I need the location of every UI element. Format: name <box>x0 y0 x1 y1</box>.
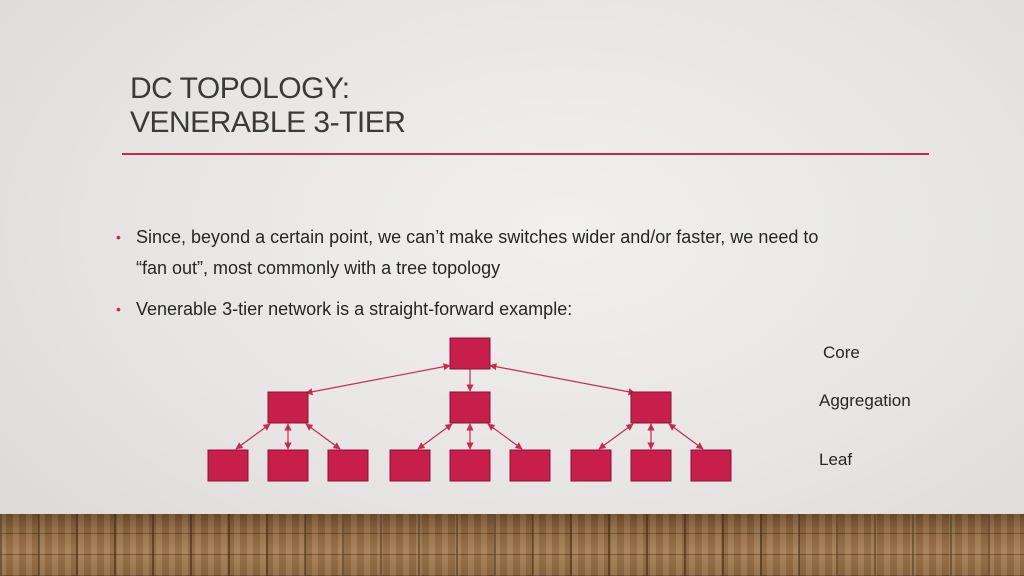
aggregation-switch <box>267 391 309 424</box>
tier-label-leaf: Leaf <box>819 450 853 469</box>
topology-link <box>668 423 704 450</box>
bullet-item: • Since, beyond a certain point, we can’… <box>114 222 914 284</box>
topology-nodes <box>207 337 732 482</box>
bullet-list: • Since, beyond a certain point, we can’… <box>114 222 914 325</box>
bullet-2-line-1: Venerable 3-tier network is a straight-f… <box>136 299 573 319</box>
topology-link <box>487 423 523 450</box>
leaf-switch <box>267 449 309 482</box>
tier-label-core: Core <box>823 343 860 362</box>
title-divider <box>122 153 929 155</box>
bullet-1-line-2: “fan out”, most commonly with a tree top… <box>136 258 501 278</box>
topology-link <box>305 363 451 396</box>
aggregation-switch <box>630 391 672 424</box>
leaf-switch <box>389 449 431 482</box>
wood-floor-decoration <box>0 514 1024 576</box>
bullet-1-line-1: Since, beyond a certain point, we can’t … <box>136 227 819 247</box>
slide-title: DC TOPOLOGY: VENERABLE 3-TIER <box>130 72 406 140</box>
topology-link <box>305 423 341 450</box>
topology-link <box>417 423 453 450</box>
leaf-switch <box>449 449 491 482</box>
bullet-dot-icon: • <box>116 229 121 245</box>
topology-link <box>489 363 636 396</box>
leaf-switch <box>570 449 612 482</box>
leaf-switch <box>690 449 732 482</box>
topology-link <box>598 423 634 450</box>
leaf-switch <box>509 449 551 482</box>
bullet-item: • Venerable 3-tier network is a straight… <box>114 294 914 325</box>
leaf-switch <box>207 449 249 482</box>
core-switch <box>449 337 491 370</box>
tier-label-aggregation: Aggregation <box>819 391 911 410</box>
bullet-dot-icon: • <box>116 301 121 317</box>
title-line-1: DC TOPOLOGY: <box>130 72 350 105</box>
leaf-switch <box>327 449 369 482</box>
title-line-2: VENERABLE 3-TIER <box>130 106 406 139</box>
topology-edges <box>235 363 704 450</box>
aggregation-switch <box>449 391 491 424</box>
topology-link <box>235 423 271 450</box>
leaf-switch <box>630 449 672 482</box>
